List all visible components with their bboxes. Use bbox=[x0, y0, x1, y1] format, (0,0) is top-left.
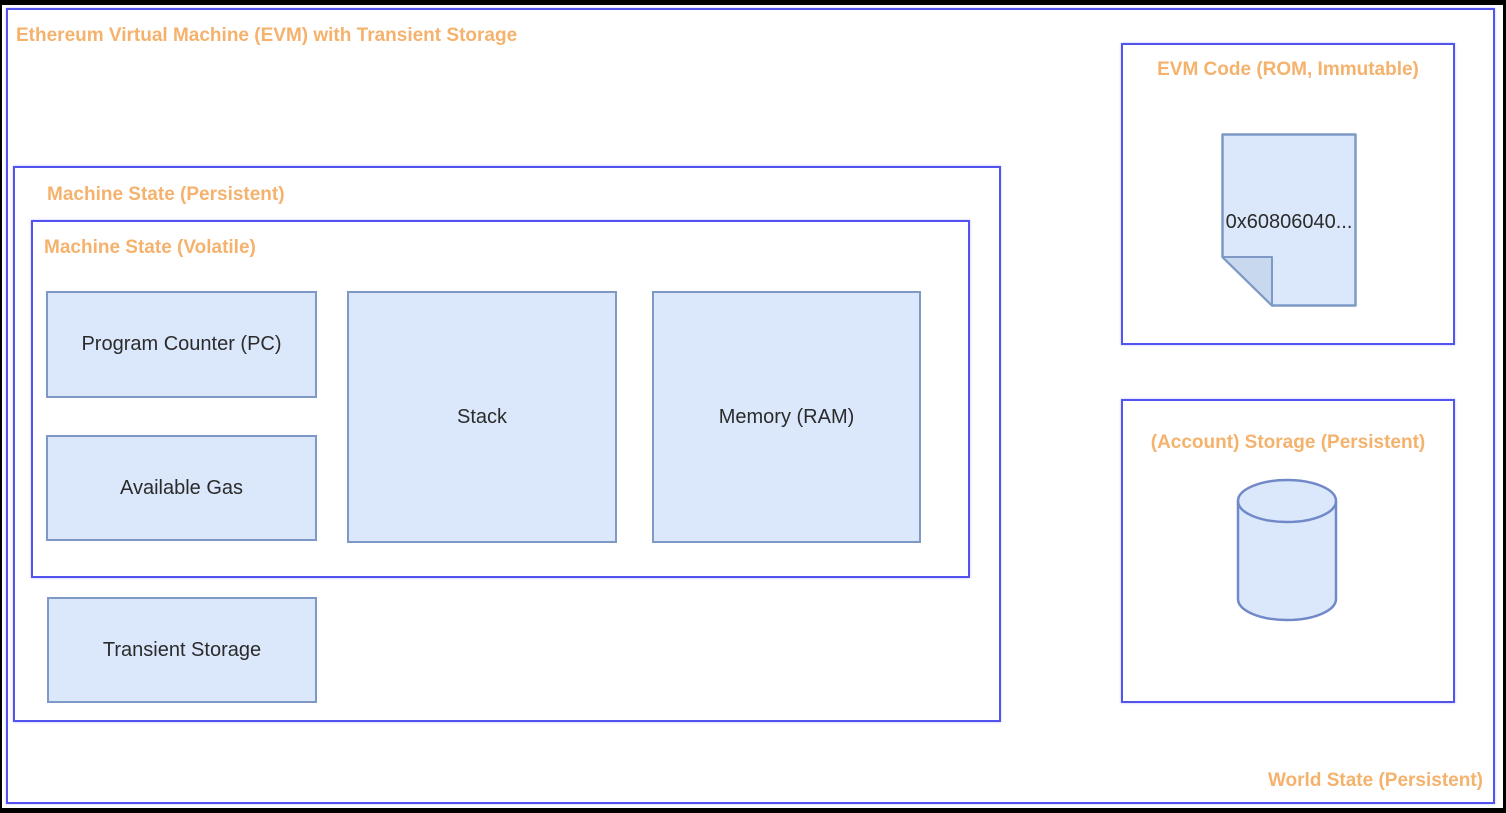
diagram-canvas: Ethereum Virtual Machine (EVM) with Tran… bbox=[2, 5, 1503, 808]
machine-state-persistent-box: Machine State (Persistent) Machine State… bbox=[13, 166, 1001, 722]
account-storage-title: (Account) Storage (Persistent) bbox=[1150, 432, 1426, 453]
world-state-title: World State (Persistent) bbox=[1267, 770, 1483, 791]
machine-state-persistent-title: Machine State (Persistent) bbox=[47, 184, 285, 205]
stack-node: Stack bbox=[347, 291, 617, 543]
memory-ram-node: Memory (RAM) bbox=[652, 291, 921, 543]
database-icon bbox=[1236, 478, 1338, 627]
evm-code-bytecode-text: 0x60806040... bbox=[1225, 211, 1353, 233]
available-gas-node: Available Gas bbox=[46, 435, 317, 541]
evm-code-title: EVM Code (ROM, Immutable) bbox=[1157, 59, 1419, 80]
evm-title: Ethereum Virtual Machine (EVM) with Tran… bbox=[16, 25, 518, 46]
document-icon bbox=[1221, 133, 1357, 312]
program-counter-node: Program Counter (PC) bbox=[46, 291, 317, 398]
transient-storage-node: Transient Storage bbox=[47, 597, 317, 703]
machine-state-volatile-title: Machine State (Volatile) bbox=[44, 237, 256, 258]
machine-state-volatile-box: Machine State (Volatile) Program Counter… bbox=[31, 220, 970, 578]
evm-code-box: EVM Code (ROM, Immutable) 0x60806040... bbox=[1121, 43, 1455, 345]
account-storage-box: (Account) Storage (Persistent) bbox=[1121, 399, 1455, 703]
